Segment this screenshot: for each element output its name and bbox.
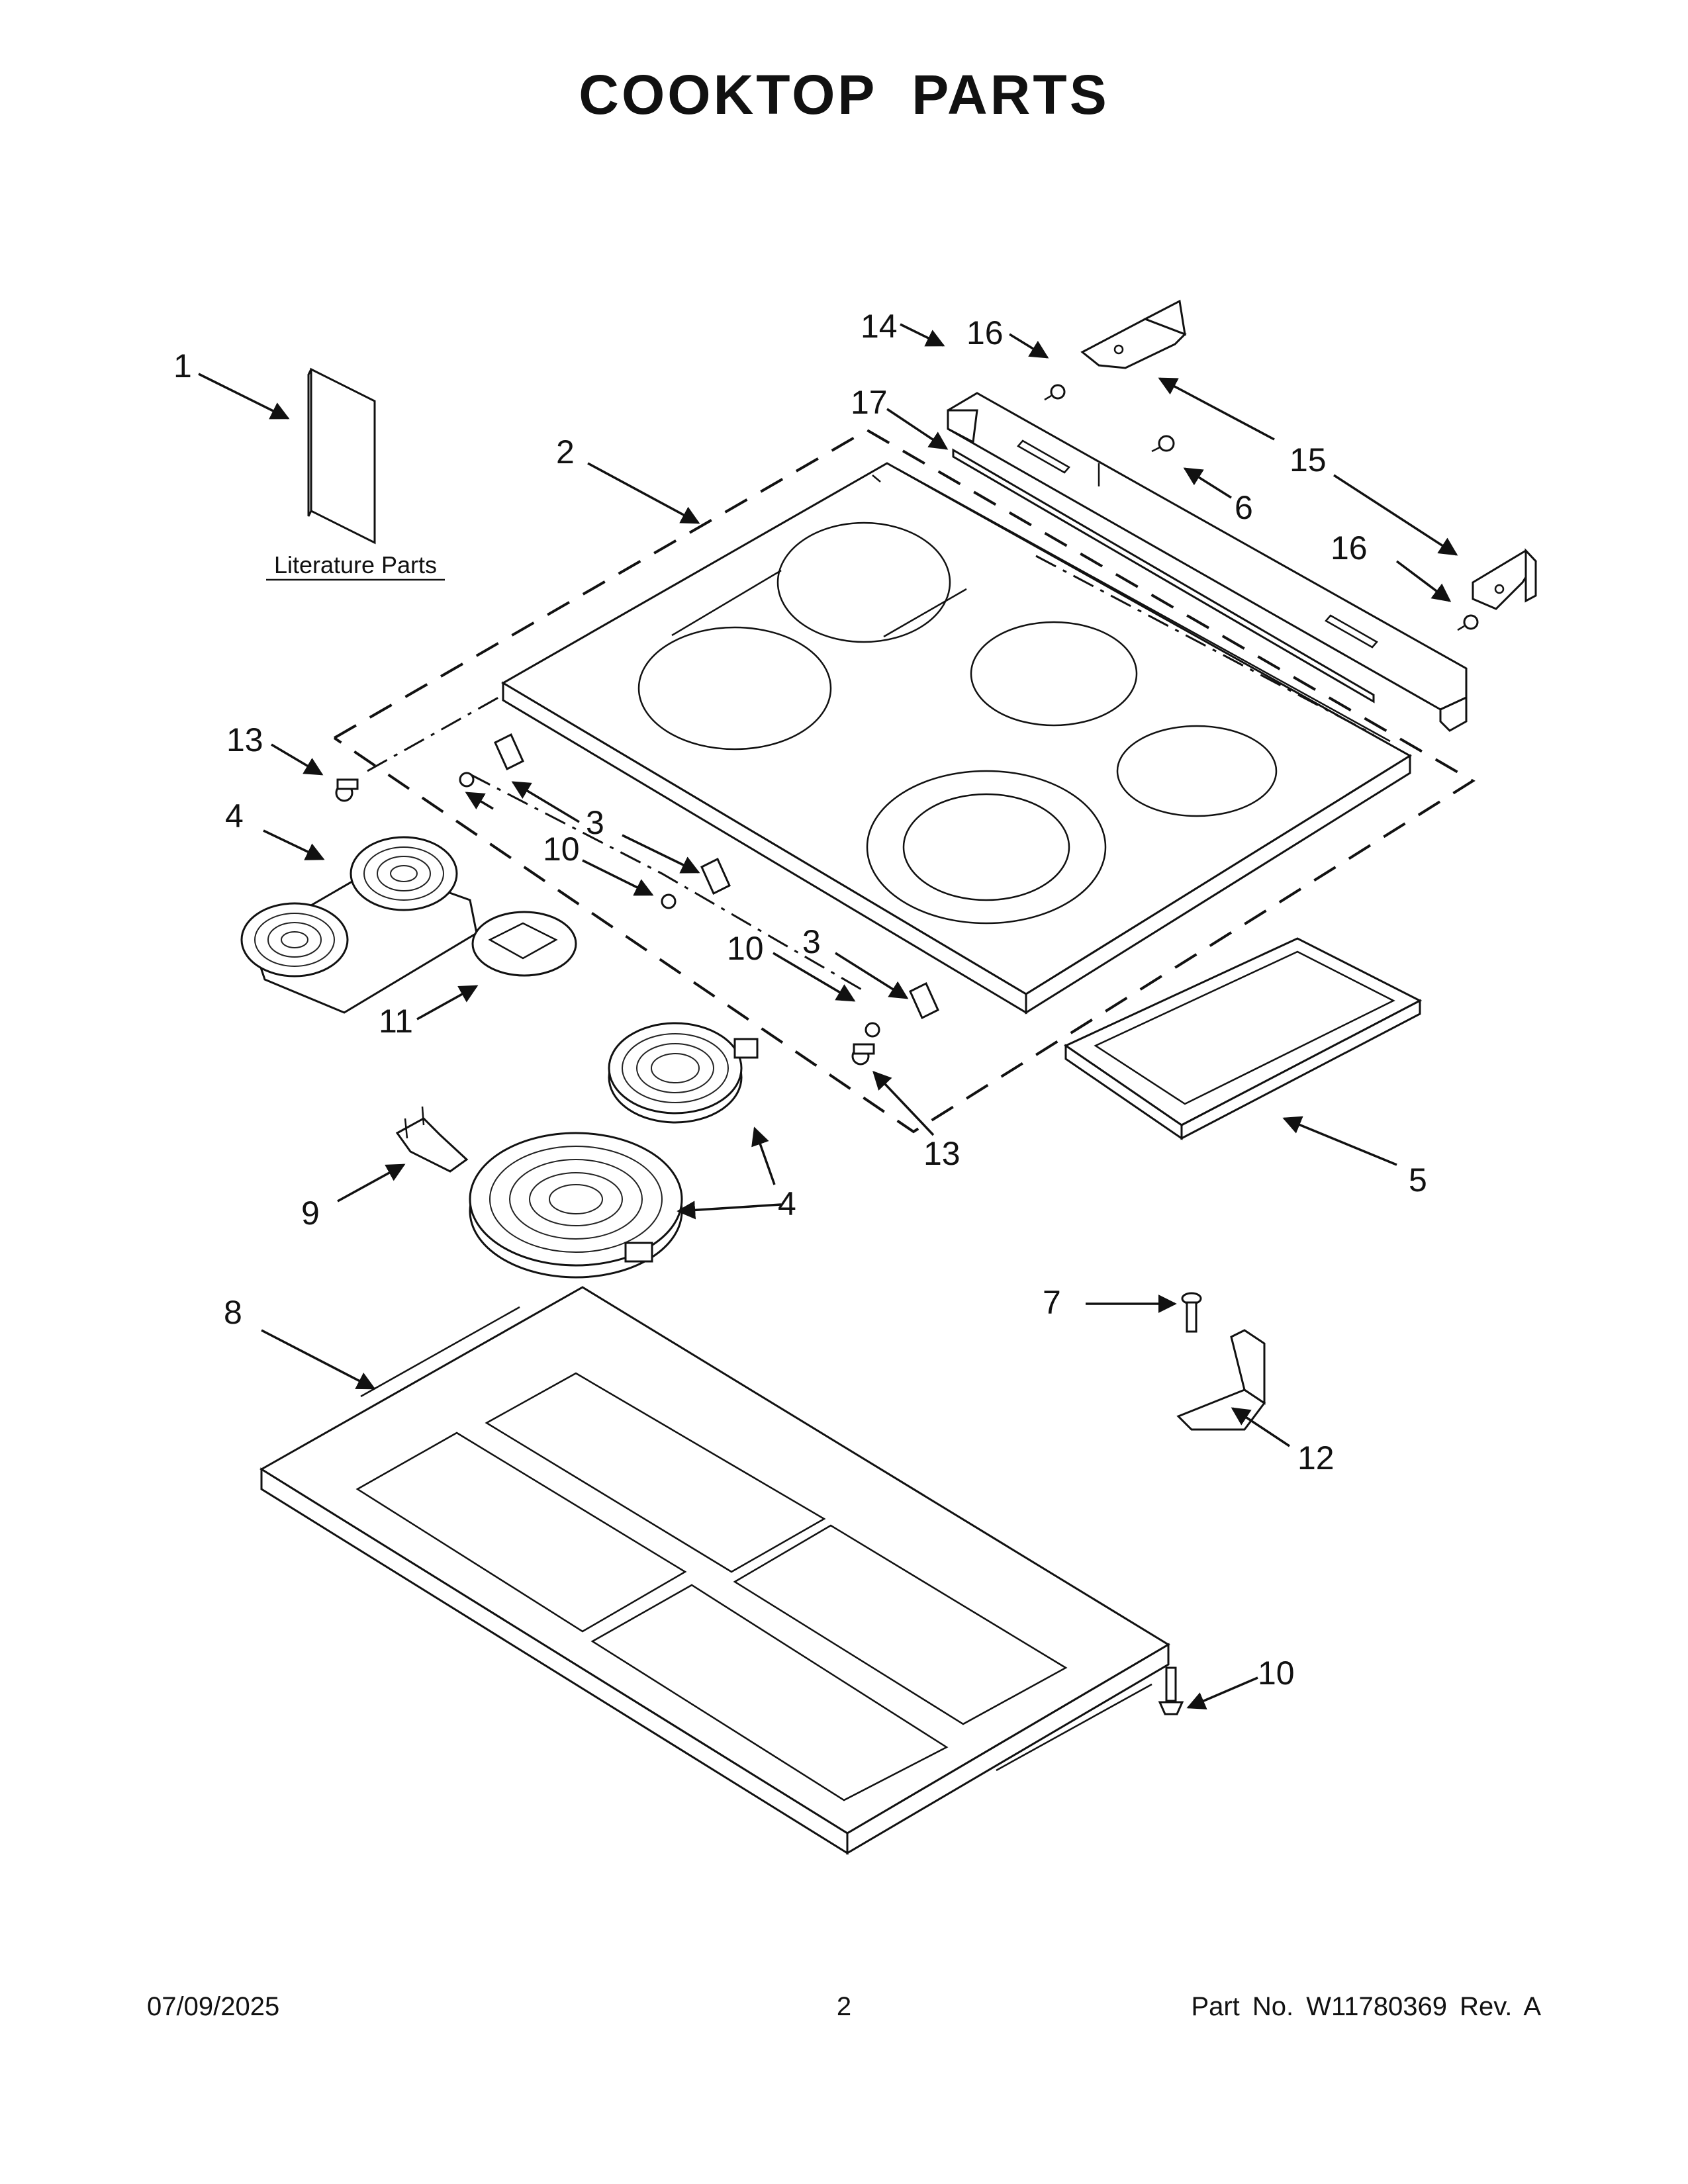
callout-5: 5 (1409, 1161, 1427, 1199)
angle-clip-bracket (1176, 1329, 1266, 1431)
callout-labels: 1 2 14 16 17 15 6 16 13 4 3 10 10 3 11 1… (173, 308, 1427, 1692)
mounting-clip-left (494, 733, 524, 771)
assembly-line-back (1035, 555, 1374, 736)
assembly-line-front (469, 773, 868, 994)
callout-4-left: 4 (225, 797, 244, 835)
single-radiant-element-small (608, 1022, 759, 1124)
literature-parts-booklet (266, 367, 445, 581)
single-radiant-element-large (469, 1132, 683, 1279)
callout-9: 9 (301, 1195, 320, 1232)
screw-16-upper (1044, 384, 1066, 401)
terminal-block (395, 1106, 469, 1173)
burner-support-pan (259, 1286, 1170, 1855)
rear-mounting-bracket (947, 392, 1468, 732)
screw-13-right (851, 1043, 875, 1066)
callout-10-bottom: 10 (1258, 1655, 1295, 1692)
dual-radiant-element (240, 836, 478, 1014)
callout-16-lower: 16 (1331, 529, 1368, 567)
callout-13-left: 13 (226, 721, 263, 758)
callout-1: 1 (173, 347, 192, 385)
callout-14: 14 (861, 308, 898, 345)
screw-10-mid (661, 893, 677, 909)
mounting-clip-mid (700, 857, 731, 895)
callout-8: 8 (224, 1294, 242, 1331)
footer-part-number: Part No. W11780369 Rev. A (1191, 1992, 1541, 2021)
callout-10-left: 10 (543, 831, 580, 868)
mounting-clip-right (909, 981, 939, 1020)
upper-side-bracket (1080, 299, 1187, 369)
callout-2: 2 (556, 433, 575, 471)
literature-parts-label: Literature Parts (274, 551, 437, 578)
callout-3-left: 3 (586, 804, 604, 841)
screw-13-left (335, 778, 359, 802)
element-heat-shield (471, 911, 577, 977)
callout-17: 17 (851, 384, 888, 421)
callout-10-mid: 10 (727, 930, 764, 967)
callout-15: 15 (1289, 441, 1327, 478)
callout-11: 11 (379, 1003, 413, 1040)
callout-7: 7 (1043, 1284, 1061, 1321)
callout-3-right: 3 (802, 923, 821, 960)
screw-6 (1151, 435, 1175, 453)
page-title: COOKTOP PARTS (579, 64, 1109, 126)
screw-10-left (459, 772, 475, 788)
cooktop-outline-dashed (333, 428, 1476, 1134)
cooktop-glass-surface (501, 462, 1412, 1015)
callout-13-right: 13 (923, 1135, 961, 1172)
footer-page-number: 2 (836, 1992, 852, 2021)
callout-4-right: 4 (778, 1185, 796, 1222)
callout-16-upper: 16 (966, 314, 1004, 351)
griddle-tray (1063, 937, 1423, 1140)
screw-10-right (865, 1022, 880, 1038)
screw-10-bottom (1158, 1666, 1184, 1715)
lower-side-bracket (1472, 548, 1537, 610)
assembly-line-left (367, 694, 504, 772)
footer-date: 07/09/2025 (147, 1992, 280, 2021)
callout-leaders (198, 323, 1458, 1709)
screw-16-lower (1457, 614, 1479, 631)
screw-7 (1181, 1292, 1202, 1333)
callout-12: 12 (1297, 1439, 1335, 1477)
callout-6: 6 (1235, 489, 1253, 526)
rear-trim-strip (952, 448, 1375, 704)
